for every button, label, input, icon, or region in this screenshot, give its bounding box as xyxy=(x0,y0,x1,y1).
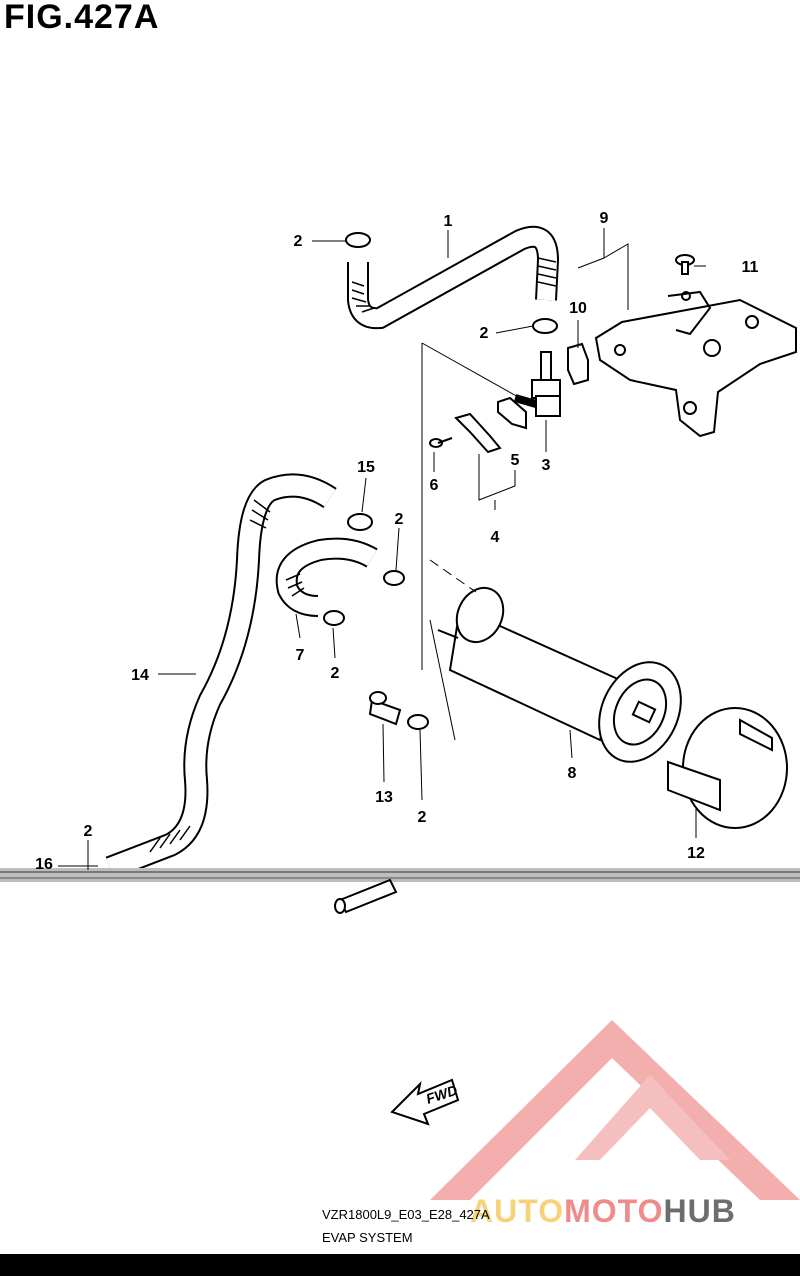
callout-2-mid: 2 xyxy=(395,511,404,528)
section-caption: EVAP SYSTEM xyxy=(322,1230,413,1245)
hose-part-7 xyxy=(275,537,378,617)
fwd-arrow-icon: FWD xyxy=(390,1078,459,1126)
callout-2-valve: 2 xyxy=(480,325,489,342)
callout-2-bottom: 2 xyxy=(418,809,427,826)
clamp-parts-2 xyxy=(323,232,558,730)
connector-part-16 xyxy=(334,878,398,914)
pipe-part-13 xyxy=(368,691,402,726)
callout-5: 5 xyxy=(511,452,520,469)
callout-2-top: 2 xyxy=(294,233,303,250)
grommet-part-10 xyxy=(567,342,589,386)
callout-16: 16 xyxy=(35,856,53,873)
callout-7: 7 xyxy=(296,647,305,664)
callout-3: 3 xyxy=(542,457,551,474)
callout-4: 4 xyxy=(491,529,500,546)
callout-13: 13 xyxy=(375,789,393,806)
callout-2-lower: 2 xyxy=(331,665,340,682)
callout-14: 14 xyxy=(131,667,149,684)
canister-part-8 xyxy=(437,586,682,763)
valve-part-3 xyxy=(513,351,561,417)
watermark-text-hub: HUB xyxy=(663,1193,736,1229)
bottom-bar xyxy=(0,1254,800,1276)
model-code-caption: VZR1800L9_E03_E28_427A xyxy=(322,1207,490,1222)
bolt-part-11 xyxy=(675,254,695,275)
watermark-text-moto: MOTO xyxy=(564,1193,664,1229)
bracket-part-9 xyxy=(594,290,797,438)
watermark-logo-icon xyxy=(430,1020,800,1200)
leader-lines xyxy=(58,228,706,870)
hose-part-1 xyxy=(347,225,560,330)
break-line xyxy=(0,868,800,882)
callout-8: 8 xyxy=(568,765,577,782)
hose-part-14 xyxy=(105,473,337,880)
callout-12: 12 xyxy=(687,845,705,862)
callout-9: 9 xyxy=(600,210,609,227)
callout-11: 11 xyxy=(742,259,759,276)
callout-numbers: 1 2 2 9 10 11 3 5 6 4 15 2 7 2 14 8 13 2… xyxy=(35,210,758,873)
canister-cover-part-12 xyxy=(667,707,788,829)
callout-2-left: 2 xyxy=(84,823,93,840)
watermark-text: AUTOMOTOHUB xyxy=(470,1193,736,1230)
assembly-outline xyxy=(421,342,521,741)
screw-part-6 xyxy=(429,437,453,448)
clamp-part-15 xyxy=(347,513,373,531)
callout-6: 6 xyxy=(430,477,439,494)
callout-10: 10 xyxy=(569,300,587,317)
callout-15: 15 xyxy=(357,459,375,476)
watermark-text-auto: AUTO xyxy=(470,1193,565,1229)
clamp-part-5 xyxy=(454,396,527,454)
figure-title: FIG.427A xyxy=(4,0,160,36)
callout-1: 1 xyxy=(444,213,453,230)
